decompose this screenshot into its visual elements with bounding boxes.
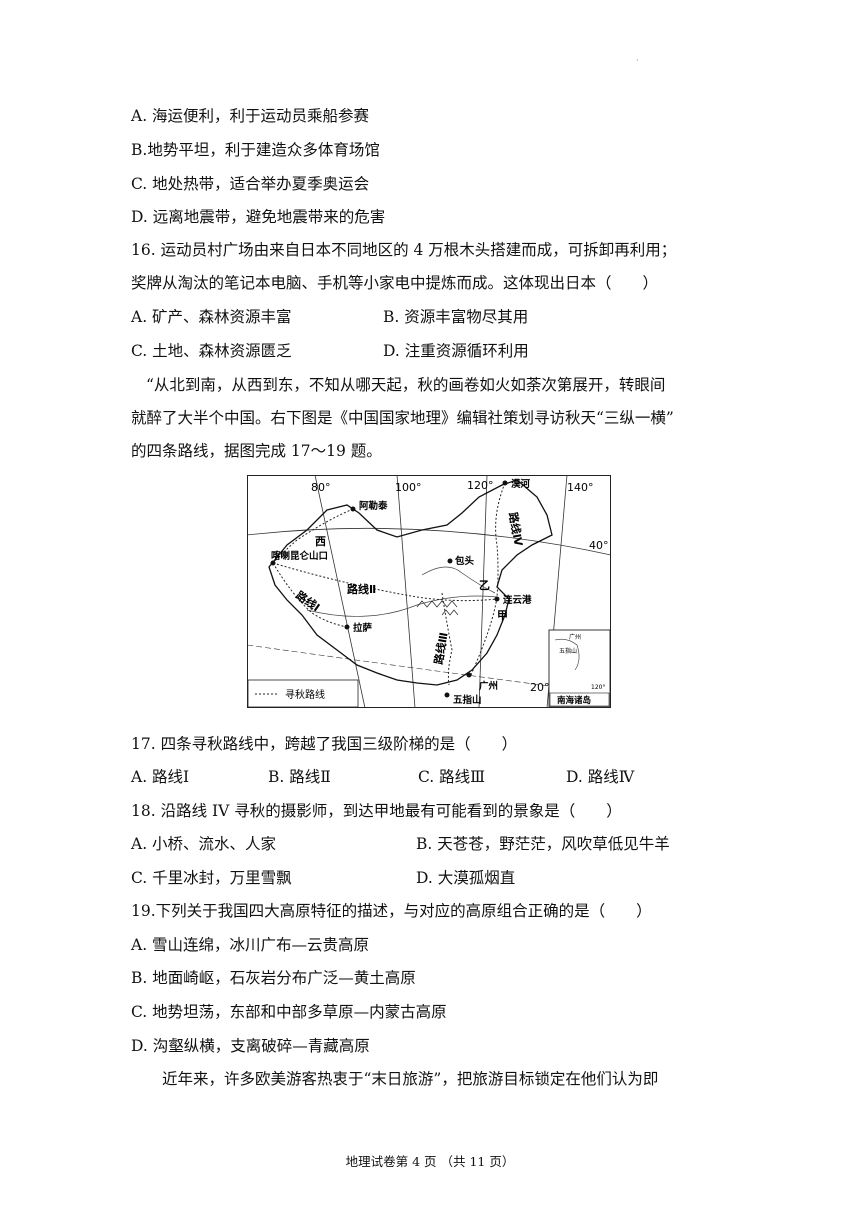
place-mohe: 漠河: [511, 478, 531, 490]
place-lhasa: 拉萨: [353, 622, 373, 634]
lat-label-40: 40°: [589, 539, 609, 552]
q15-option-c: C. 地处热带，适合举办夏季奥运会: [131, 175, 370, 193]
route-4-line: [470, 482, 506, 676]
q18-option-c: C. 千里冰封，万里雪飘: [131, 869, 292, 887]
lat-label-20: 20°: [530, 681, 550, 694]
intro-line3: 的四条路线，据图完成 17～19 题。: [131, 442, 382, 460]
route-3-line: [441, 592, 453, 686]
intro-line2: 就醉了大半个中国。右下图是《中国国家地理》编辑社策划寻访秋天“三纵一横”: [131, 409, 674, 427]
q16-option-c: C. 土地、森林资源匮乏: [131, 342, 292, 360]
q16-stem-line1: 16. 运动员村广场由来自日本不同地区的 4 万根木头搭建而成，可拆卸再利用；: [131, 241, 677, 259]
trailing-paragraph: 近年来，许多欧美游客热衷于“末日旅游”，把旅游目标锁定在他们认为即: [162, 1070, 659, 1088]
lon-label-100: 100°: [395, 481, 422, 494]
route-3-label: 路线Ⅲ: [431, 631, 450, 665]
q19-stem: 19.下列关于我国四大高原特征的描述，与对应的高原组合正确的是（ ）: [131, 902, 652, 920]
route-4-label: 路线Ⅳ: [506, 511, 526, 548]
region-jia: 甲: [497, 609, 508, 622]
q16-option-a: A. 矿产、森林资源丰富: [131, 308, 292, 326]
region-yi: 乙: [479, 579, 490, 592]
lon-label-80: 80°: [311, 481, 331, 494]
route-2-label: 路线Ⅱ: [347, 582, 376, 596]
route-1-line: [272, 508, 354, 564]
intro-line1: “从北到南，从西到东，不知从哪天起，秋的画卷如火如荼次第展开，转眼间: [146, 376, 666, 394]
q18-stem: 18. 沿路线 IV 寻秋的摄影师，到达甲地最有可能看到的景象是（ ）: [131, 802, 622, 820]
q19-option-b: B. 地面崎岖，石灰岩分布广泛—黄土高原: [131, 969, 416, 987]
place-wuzhishan: 五指山: [453, 694, 482, 706]
q19-option-d: D. 沟壑纵横，支离破碎—青藏高原: [131, 1037, 370, 1055]
inset-wuzhishan: 五指山: [559, 647, 577, 655]
inset-guangzhou: 广州: [569, 633, 581, 641]
route-2-line: [272, 562, 498, 602]
q15-option-a: A. 海运便利，利于运动员乘船参赛: [131, 107, 370, 125]
q18-option-a: A. 小桥、流水、人家: [131, 835, 277, 853]
place-baotou: 包头: [454, 555, 475, 567]
place-lianyungang: 连云港: [503, 594, 532, 606]
q15-option-b: B.地势平坦，利于建造众多体育场馆: [131, 141, 380, 159]
q17-option-a: A. 路线Ⅰ: [131, 768, 190, 786]
inset-lon-120: 120°: [591, 684, 605, 691]
place-karakoram-pass: 喀喇昆仑山口: [271, 550, 328, 562]
stray-dot: ·: [636, 56, 639, 65]
q18-option-d: D. 大漠孤烟直: [416, 869, 516, 887]
china-autumn-routes-map: 80° 100° 120° 140° 40° 20° 阿勒泰 漠河 包头 喀喇昆…: [246, 474, 612, 709]
region-xi: 西: [315, 535, 326, 548]
q16-stem-line2: 奖牌从淘汰的笔记本电脑、手机等小家电中提炼而成。这体现出日本（ ）: [131, 274, 659, 292]
q17-option-d: D. 路线Ⅳ: [566, 768, 635, 786]
place-aletai: 阿勒泰: [359, 500, 388, 512]
q19-option-a: A. 雪山连绵，冰川广布—云贵高原: [131, 936, 370, 954]
page-footer: 地理试卷第 4 页 （共 11 页）: [345, 1154, 515, 1169]
q16-option-b: B. 资源丰富物尽其用: [383, 308, 529, 326]
q17-option-c: C. 路线Ⅲ: [418, 768, 486, 786]
q18-option-b: B. 天苍苍，野茫茫，风吹草低见牛羊: [416, 835, 670, 853]
q16-option-d: D. 注重资源循环利用: [383, 342, 529, 360]
legend-label: 寻秋路线: [285, 688, 325, 701]
q17-option-b: B. 路线Ⅱ: [268, 768, 331, 786]
lon-label-140: 140°: [567, 481, 594, 494]
q17-stem: 17. 四条寻秋路线中，跨越了我国三级阶梯的是（ ）: [131, 735, 518, 753]
lon-label-120: 120°: [467, 479, 494, 492]
q19-option-c: C. 地势坦荡，东部和中部多草原—内蒙古高原: [131, 1003, 447, 1021]
q15-option-d: D. 远离地震带，避免地震带来的危害: [131, 208, 386, 226]
place-guangzhou: 广州: [479, 680, 498, 692]
inset-title: 南海诸岛: [557, 695, 591, 706]
